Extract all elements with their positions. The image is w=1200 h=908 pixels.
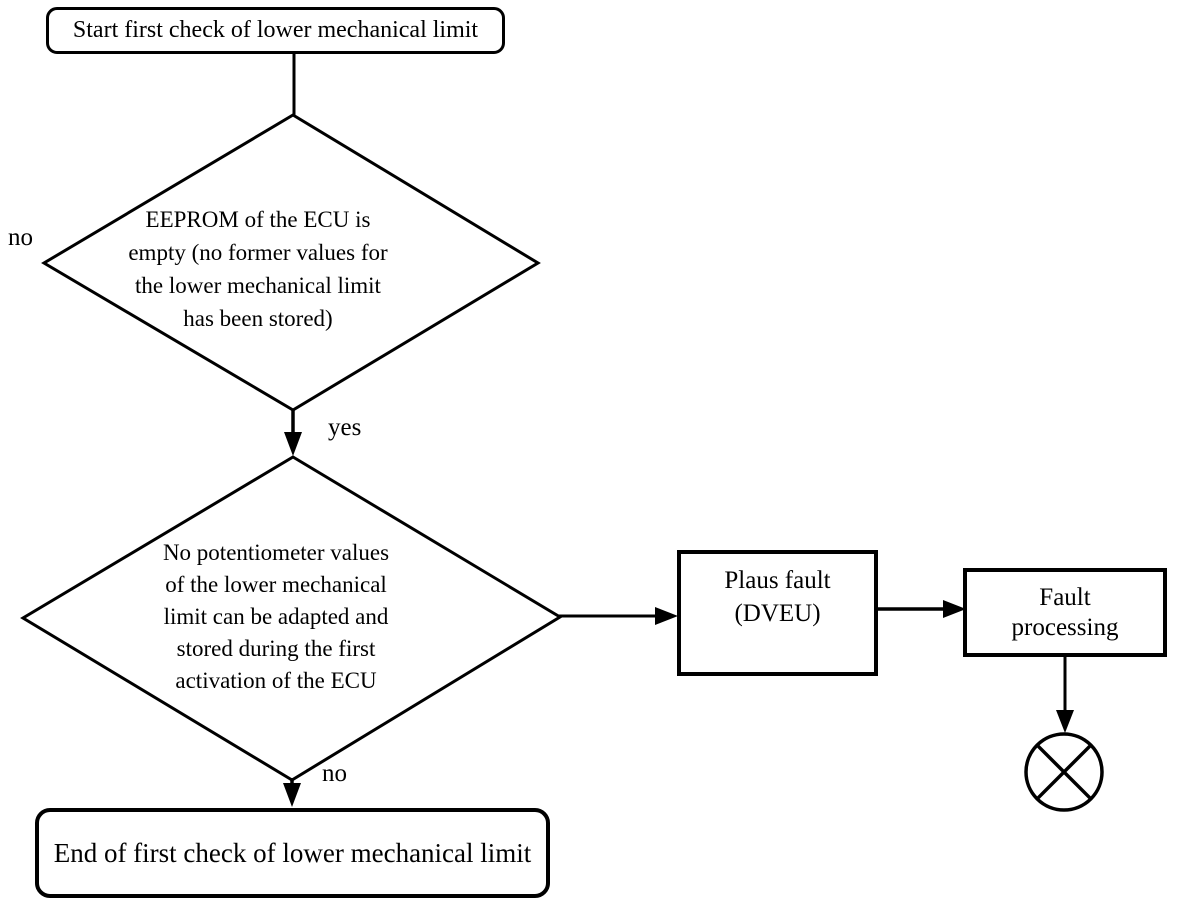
decision2-text-line: of the lower mechanical xyxy=(165,572,387,597)
decision2-to-end-arrowhead xyxy=(283,783,301,807)
start-node-label: Start first check of lower mechanical li… xyxy=(72,17,479,43)
decision1-text-line: the lower mechanical limit xyxy=(135,273,381,298)
decision2-text-line: No potentiometer values xyxy=(162,540,390,565)
decision2-to-plaus-arrowhead xyxy=(655,607,678,625)
decision1-yes-label: yes xyxy=(328,414,362,441)
decision1-text-line: empty (no former values for xyxy=(128,240,388,265)
end-node-label: End of first check of lower mechanical l… xyxy=(53,837,532,868)
decision2-text-line: activation of the ECU xyxy=(175,668,377,693)
end-node: End of first check of lower mechanical l… xyxy=(35,808,550,898)
fault-processing-label-line: Fault xyxy=(1039,583,1091,611)
fault-to-circle-arrowhead xyxy=(1056,710,1074,733)
decision2-text-line: stored during the first xyxy=(176,636,376,661)
decision2-text-line: limit can be adapted and xyxy=(163,604,389,629)
decision1-text-line: has been stored) xyxy=(183,306,333,331)
decision2-text: No potentiometer values of the lower mec… xyxy=(106,537,446,697)
decision1-no-label: no xyxy=(8,224,33,251)
circle-x-terminator-icon xyxy=(1024,732,1104,812)
plaus-fault-node: Plaus fault (DVEU) xyxy=(677,550,878,676)
plaus-fault-label-line: Plaus fault xyxy=(724,567,831,594)
decision1-text-line: EEPROM of the ECU is xyxy=(145,207,371,232)
plaus-fault-label-line: (DVEU) xyxy=(734,600,821,627)
decision2-no-label: no xyxy=(322,760,347,787)
decision1-text: EEPROM of the ECU is empty (no former va… xyxy=(88,203,428,335)
fault-processing-label-line: processing xyxy=(1011,613,1119,641)
fault-processing-node: Fault processing xyxy=(963,568,1167,657)
decision1-to-decision2-arrowhead xyxy=(284,432,302,456)
plaus-to-fault-arrowhead xyxy=(943,600,966,618)
start-node: Start first check of lower mechanical li… xyxy=(46,7,505,54)
